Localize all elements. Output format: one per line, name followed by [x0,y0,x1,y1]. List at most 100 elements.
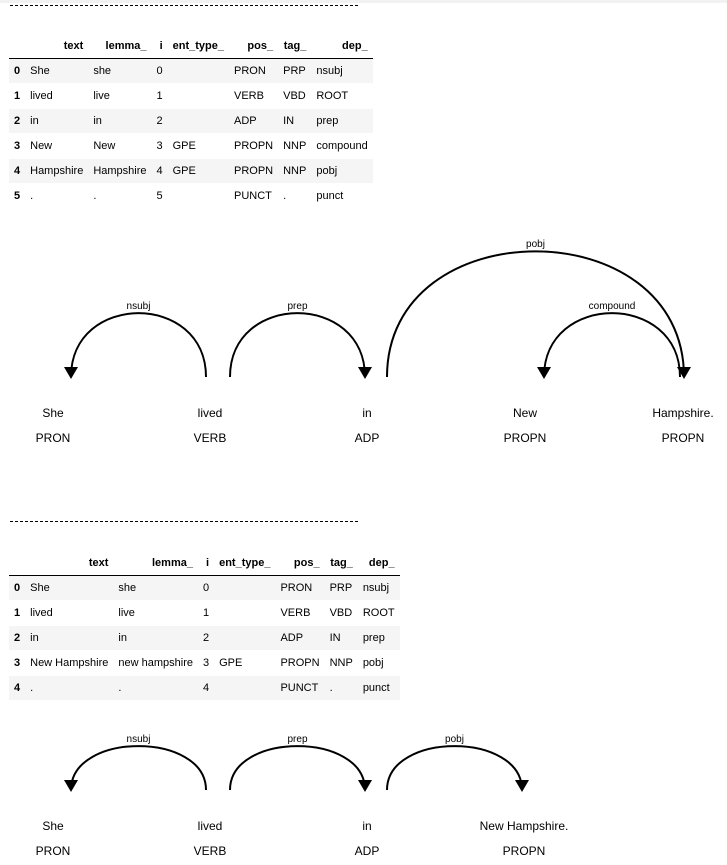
token-pos-tag: PRON [36,431,71,445]
column-header: pos_ [228,34,279,59]
column-header: text [25,34,89,59]
arrowhead-icon [358,780,372,792]
table-cell: in [25,108,89,134]
table-cell [167,108,229,134]
table-cell [167,83,229,109]
token-pos-tag: PROPN [503,844,546,858]
table-cell: nsubj [357,575,400,601]
table-cell: GPE [167,133,229,159]
table-cell: . [324,675,358,700]
table-cell [167,183,229,208]
table-cell: 3 [197,650,215,676]
table-cell: GPE [214,650,276,676]
table-cell [214,625,276,651]
table-cell: New [88,133,152,159]
dependency-arc-pobj [386,745,523,791]
table-cell: . [25,675,114,700]
token-text: New Hampshire. [480,819,569,833]
token-pos-tag: PROPN [662,431,705,445]
table-cell: IN [324,625,358,651]
row-index: 2 [9,108,26,134]
column-header: lemma_ [88,34,152,59]
table-cell: PRP [324,575,358,601]
arrowhead-icon [64,367,78,379]
table-cell: she [113,575,198,601]
table-cell: 2 [151,108,168,134]
token-pos-tag: ADP [355,844,380,858]
column-header: tag_ [324,551,358,576]
table-cell: prep [357,625,400,651]
table-cell: live [113,600,198,626]
table-cell: lived [25,83,89,109]
row-index: 3 [9,650,26,676]
token-text: in [362,819,371,833]
token-text: New [513,406,537,420]
arrowhead-icon [677,367,691,379]
column-header: i [151,34,168,59]
column-header: ent_type_ [214,551,276,576]
dependency-label: nsubj [127,301,151,312]
table-cell: She [25,58,89,84]
table-cell: NNP [278,158,312,184]
dependency-label: prep [287,734,307,745]
table-cell [214,675,276,700]
table-cell: lived [25,600,114,626]
table-cell: in [25,625,114,651]
column-header: dep_ [357,551,400,576]
table-cell: 2 [197,625,215,651]
table-cell: PRP [278,58,312,84]
dependency-label: pobj [526,239,545,250]
table-cell: pobj [311,158,373,184]
dependency-label: pobj [445,734,464,745]
token-pos-tag: VERB [194,431,227,445]
column-header: ent_type_ [167,34,229,59]
table-cell [214,575,276,601]
row-index: 1 [9,83,26,109]
table-cell: New Hampshire [25,650,114,676]
token-text: She [42,819,64,833]
table-cell: Hampshire [25,158,89,184]
table-cell: 5 [151,183,168,208]
table-cell: NNP [324,650,358,676]
token-text: in [362,406,371,420]
column-header: lemma_ [113,551,198,576]
arrowhead-icon [358,367,372,379]
arrowhead-icon [64,780,78,792]
table-cell: . [278,183,312,208]
arrowhead-icon [537,367,551,379]
table-cell: 4 [151,158,168,184]
table-cell: . [88,183,152,208]
table-cell: VERB [228,83,279,109]
table-cell: . [113,675,198,700]
table-cell: nsubj [311,58,373,84]
row-index: 2 [9,625,26,651]
table-cell: VBD [278,83,312,109]
table-cell: VBD [324,600,358,626]
row-index: 4 [9,158,26,184]
table-cell: . [25,183,89,208]
table-cell: ROOT [357,600,400,626]
dependency-arc-pobj [386,250,685,378]
column-header: text [25,551,114,576]
dependency-parse-diagram: ShePRONlivedVERBinADPNewPROPNHampshire.P… [36,239,714,445]
row-index: 1 [9,600,26,626]
column-header: pos_ [275,551,325,576]
table-cell: prep [311,108,373,134]
token-pos-tag: VERB [194,844,227,858]
table-cell: compound [311,133,373,159]
table-cell: NNP [278,133,312,159]
token-pos-tag: PROPN [504,431,547,445]
table-cell: VERB [275,600,325,626]
column-header: tag_ [278,34,312,59]
dependency-arc-prep [229,312,366,378]
dependency-label: compound [589,301,636,312]
table-cell: PUNCT [275,675,325,700]
